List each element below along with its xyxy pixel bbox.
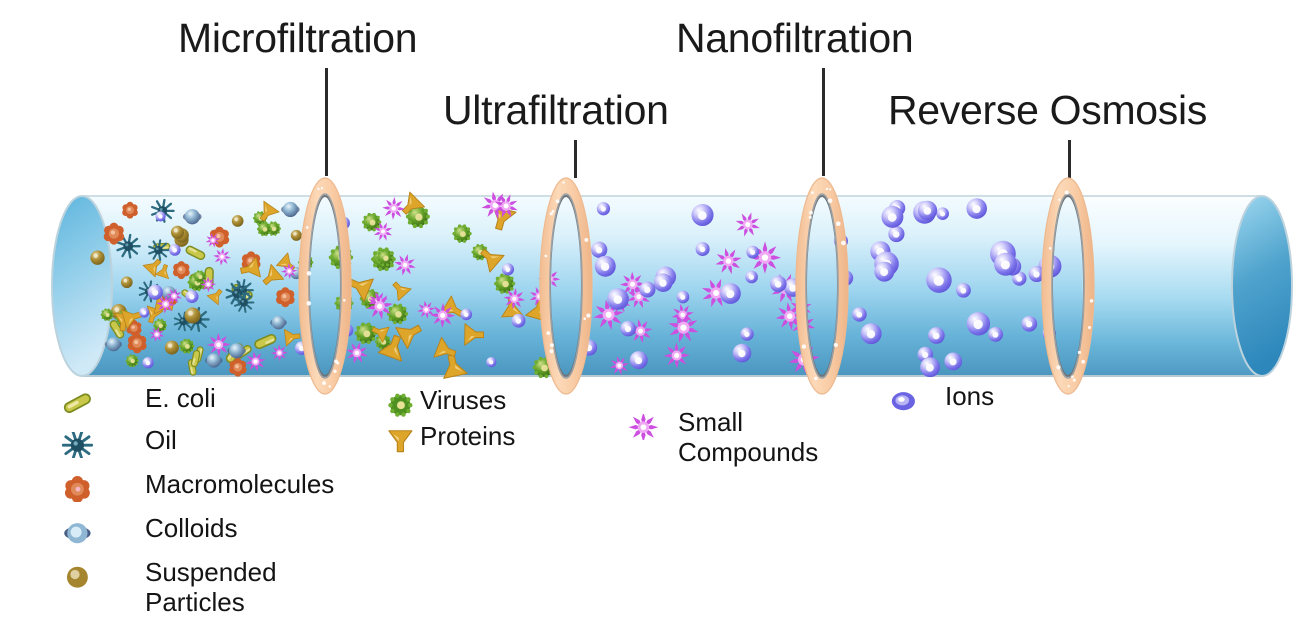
legend-label-ions: Ions (945, 381, 995, 411)
leader-line-microfiltration (325, 68, 328, 176)
title-microfiltration: Microfiltration (178, 15, 418, 61)
membrane-reverse-osmosis (1041, 177, 1095, 395)
suspended-particle-icon (62, 564, 93, 595)
colloid-sphere-icon (62, 520, 93, 551)
virus-sphere-icon (385, 392, 416, 423)
legend-label-suspended-particles: Suspended Particles (145, 557, 277, 617)
oil-droplet-spiky-icon (61, 430, 94, 463)
legend-label-viruses: Viruses (420, 385, 507, 415)
membrane-nanofiltration (795, 177, 849, 395)
title-nanofiltration: Nanofiltration (676, 15, 914, 61)
leader-line-reverse-osmosis (1068, 140, 1071, 178)
leader-line-ultrafiltration (574, 140, 577, 178)
tube-inlet-cap (51, 195, 113, 377)
leader-line-nanofiltration (822, 68, 825, 176)
membrane-ultrafiltration (539, 177, 593, 395)
membrane-microfiltration (298, 177, 352, 395)
membrane-rings (298, 177, 1095, 395)
title-ultrafiltration: Ultrafiltration (443, 87, 669, 133)
legend-label-e-coli: E. coli (145, 383, 216, 413)
legend-label-proteins: Proteins (420, 421, 516, 451)
ecoli-rod-icon (62, 390, 93, 421)
legend-label-colloids: Colloids (145, 513, 238, 543)
macromolecule-cluster-icon (62, 476, 93, 507)
legend-label-oil: Oil (145, 425, 177, 455)
title-reverse-osmosis: Reverse Osmosis (888, 87, 1208, 133)
tube-outlet-cap (1231, 195, 1293, 377)
protein-y-icon (385, 428, 416, 459)
legend-label-macromolecules: Macromolecules (145, 469, 335, 499)
legend-label-small-compounds: Small Compounds (678, 407, 819, 467)
small-compound-burst-icon (628, 412, 659, 445)
ion-sphere-icon (888, 388, 919, 419)
